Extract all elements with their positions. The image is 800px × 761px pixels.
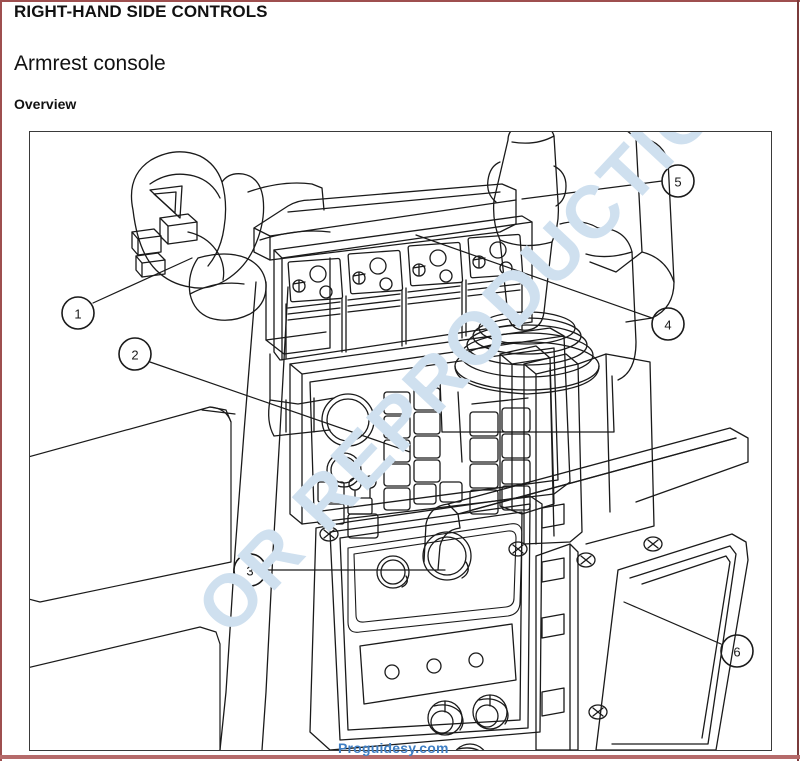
screw-head-1 <box>319 526 339 542</box>
page-border-bottom <box>0 755 800 759</box>
console-right-panel <box>499 345 555 515</box>
footer-brand: Proguidesy.com <box>338 740 449 756</box>
seat-cushion-lower <box>30 626 221 750</box>
right-side-fairing <box>535 543 579 750</box>
page-border-left <box>0 0 2 761</box>
callout-label-6: 6 <box>733 645 740 660</box>
armrest-hand-grip <box>130 151 267 321</box>
joystick-bellows <box>454 311 600 395</box>
rear-cab-panel <box>577 353 655 545</box>
lower-plate-label-strip <box>359 623 517 705</box>
valve-module-2 <box>345 249 404 353</box>
valve-control-bank <box>273 215 533 361</box>
valve-module-1 <box>285 257 344 359</box>
callout-label-4: 4 <box>664 318 671 333</box>
armrest-console-figure: 1 2 3 4 5 6 OR REPRODUCTION <box>29 131 772 751</box>
console-keypad-left <box>383 387 463 511</box>
right-fender-top-rail <box>447 427 749 529</box>
cab-rear-wall <box>589 132 675 323</box>
callout-label-1: 1 <box>74 307 81 322</box>
callout-leader-5 <box>521 180 663 200</box>
callout-circle-1 <box>61 296 95 330</box>
callout-circle-2 <box>118 337 152 371</box>
lower-plate-rounded-window <box>347 523 523 633</box>
callout-circle-5 <box>661 164 695 198</box>
screw-head-2 <box>508 541 528 557</box>
console-face-bezel <box>309 347 559 513</box>
callout-markers <box>61 164 754 668</box>
section-title: RIGHT-HAND SIDE CONTROLS <box>14 2 268 21</box>
subsection-title: Overview <box>14 96 77 112</box>
console-main-face <box>289 327 571 525</box>
right-pillar-tabs <box>541 503 565 717</box>
console-main-dial <box>321 393 375 447</box>
grip-triangle-icon <box>149 185 183 219</box>
page-border-right <box>797 0 799 761</box>
callout-label-3: 3 <box>246 564 253 579</box>
lower-plate-port-small <box>376 555 410 589</box>
callout-circle-4 <box>651 307 685 341</box>
callout-leader-6 <box>623 601 722 645</box>
console-left-wall <box>219 281 289 750</box>
lower-control-plate <box>309 495 543 750</box>
armrest-console-line-art: 1 2 3 4 5 6 <box>30 132 754 750</box>
grip-rocker-button-c <box>135 252 166 278</box>
callout-leader-1 <box>92 257 193 304</box>
page-title: Armrest console <box>14 52 166 75</box>
grip-rocker-button-a <box>159 213 198 245</box>
rotary-knob-bottom <box>455 743 485 750</box>
screw-head-5 <box>588 704 608 720</box>
console-keypad-divider <box>457 391 463 463</box>
callout-leader-2 <box>149 361 411 453</box>
console-upper-hood <box>253 183 517 261</box>
right-fender-cover <box>595 533 749 750</box>
armrest-body <box>247 182 335 437</box>
callout-leaders <box>92 180 722 645</box>
callout-label-5: 5 <box>674 175 681 190</box>
seat-side-panel <box>201 409 236 415</box>
callout-label-2: 2 <box>131 348 138 363</box>
rotary-knob-left <box>427 700 464 736</box>
valve-module-4 <box>465 233 524 337</box>
rotary-knob-right <box>472 694 509 730</box>
valve-module-3 <box>405 241 464 345</box>
screw-head-3 <box>576 552 596 568</box>
console-toggle-cluster <box>317 475 379 539</box>
seat-cushion-upper <box>30 406 232 603</box>
page-border-top <box>0 0 800 2</box>
screw-head-4 <box>643 536 663 552</box>
joystick-lever <box>487 132 567 331</box>
grip-rocker-button-b <box>131 228 162 256</box>
callout-leader-4 <box>415 234 653 319</box>
callout-circle-6 <box>720 634 754 668</box>
right-fender-inner-bracket <box>423 503 461 571</box>
lower-plate-port-large <box>422 531 472 581</box>
callout-circle-3 <box>233 553 267 587</box>
